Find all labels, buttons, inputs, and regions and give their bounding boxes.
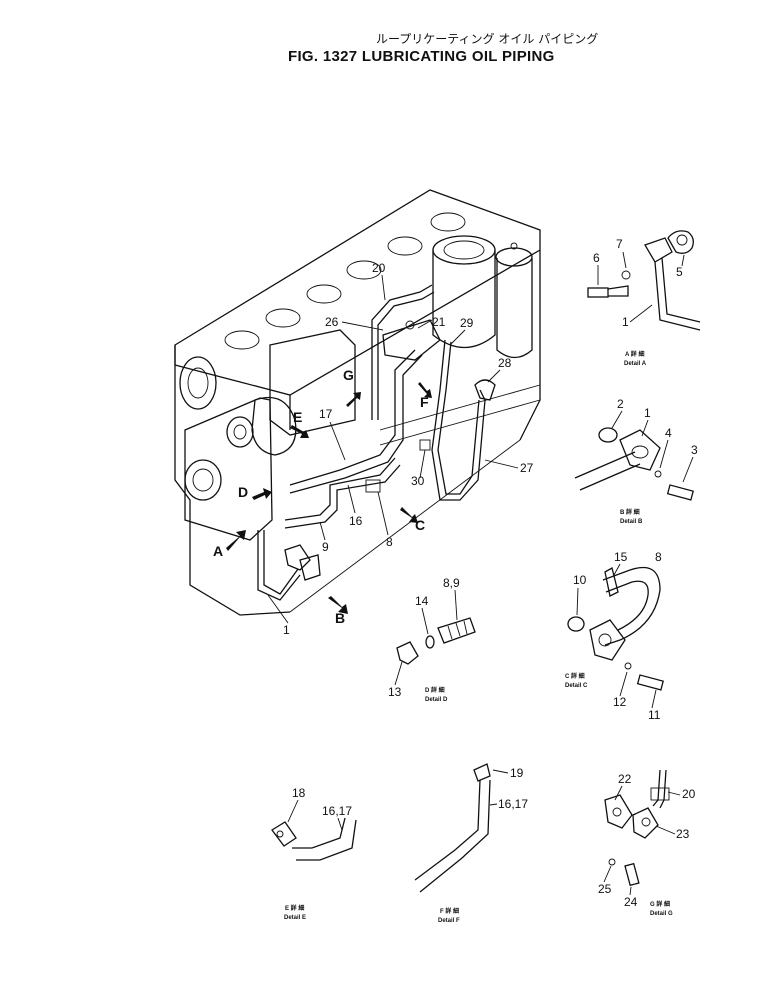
- svg-text:5: 5: [676, 265, 683, 279]
- detail-c: 15 8 10 12 11 C 詳 細 Detail C: [565, 550, 664, 722]
- svg-text:28: 28: [498, 356, 512, 370]
- svg-text:G 詳 細: G 詳 細: [650, 900, 670, 908]
- svg-text:30: 30: [411, 474, 425, 488]
- svg-text:F: F: [420, 394, 429, 410]
- svg-text:16: 16: [349, 514, 363, 528]
- svg-text:23: 23: [676, 827, 690, 841]
- svg-text:20: 20: [372, 261, 386, 275]
- svg-text:Detail B: Detail B: [620, 519, 643, 525]
- svg-text:G: G: [343, 367, 354, 383]
- svg-text:14: 14: [415, 594, 429, 608]
- detail-g: 22 20 23 25 24 G 詳 細 Detail G: [598, 769, 696, 917]
- view-arrow-e: E: [290, 409, 309, 438]
- view-arrow-b: B: [328, 596, 348, 626]
- svg-text:B: B: [335, 610, 345, 626]
- svg-text:C 詳 細: C 詳 細: [565, 672, 585, 680]
- svg-text:4: 4: [665, 426, 672, 440]
- svg-text:20: 20: [682, 787, 696, 801]
- oil-filters: [432, 235, 533, 359]
- view-arrow-c: C: [400, 507, 425, 533]
- svg-text:F 詳 細: F 詳 細: [440, 907, 459, 915]
- view-arrows: A B C D E F G: [213, 367, 432, 626]
- svg-text:C: C: [415, 517, 425, 533]
- svg-text:Detail C: Detail C: [565, 683, 588, 689]
- svg-text:16,17: 16,17: [322, 804, 352, 818]
- view-arrow-g: G: [343, 367, 361, 407]
- svg-text:6: 6: [593, 251, 600, 265]
- svg-text:27: 27: [520, 461, 534, 475]
- svg-text:B 詳 細: B 詳 細: [620, 508, 640, 516]
- main-callouts: 20 26 21 29 28 17 27 30 16 9 8 1: [267, 261, 534, 637]
- svg-text:E 詳 細: E 詳 細: [285, 904, 304, 912]
- svg-text:3: 3: [691, 443, 698, 457]
- svg-text:A: A: [213, 543, 223, 559]
- svg-text:26: 26: [325, 315, 339, 329]
- svg-text:19: 19: [510, 766, 524, 780]
- detail-e: 18 16,17 E 詳 細 Detail E: [271, 786, 357, 921]
- svg-text:1: 1: [283, 623, 290, 637]
- svg-text:7: 7: [616, 237, 623, 251]
- svg-text:24: 24: [624, 895, 638, 909]
- detail-b: 2 1 4 3 B 詳 細 Detail B: [574, 397, 698, 525]
- svg-text:25: 25: [598, 882, 612, 896]
- svg-text:10: 10: [573, 573, 587, 587]
- svg-text:E: E: [293, 409, 302, 425]
- engine-block: [174, 189, 541, 616]
- view-arrow-f: F: [418, 382, 432, 410]
- svg-text:21: 21: [432, 315, 446, 329]
- svg-text:17: 17: [319, 407, 333, 421]
- japanese-title: ループリケーティング オイル パイピング: [376, 32, 599, 46]
- svg-text:Detail G: Detail G: [650, 911, 673, 917]
- svg-text:13: 13: [388, 685, 402, 699]
- figure-title: FIG. 1327 LUBRICATING OIL PIPING: [288, 48, 555, 65]
- detail-f: 19 16,17 F 詳 細 Detail F: [414, 763, 528, 924]
- svg-text:D: D: [238, 484, 248, 500]
- svg-text:16,17: 16,17: [498, 797, 528, 811]
- svg-text:11: 11: [648, 708, 661, 722]
- svg-text:18: 18: [292, 786, 306, 800]
- svg-text:8: 8: [655, 550, 662, 564]
- svg-text:29: 29: [460, 316, 474, 330]
- view-arrow-d: D: [238, 484, 272, 500]
- svg-text:A 詳 細: A 詳 細: [625, 350, 644, 358]
- svg-text:12: 12: [613, 695, 627, 709]
- svg-text:8,9: 8,9: [443, 576, 460, 590]
- svg-text:D 詳 細: D 詳 細: [425, 686, 445, 694]
- view-arrow-a: A: [213, 530, 246, 559]
- svg-text:Detail F: Detail F: [438, 918, 460, 924]
- svg-text:8: 8: [386, 535, 393, 549]
- svg-text:1: 1: [622, 315, 629, 329]
- svg-text:22: 22: [618, 772, 632, 786]
- svg-text:9: 9: [322, 540, 329, 554]
- svg-text:Detail E: Detail E: [284, 915, 306, 921]
- svg-text:Detail A: Detail A: [624, 361, 647, 367]
- detail-a: 6 7 5 1 A 詳 細 Detail A: [587, 230, 701, 367]
- svg-text:1: 1: [644, 406, 651, 420]
- oil-pipes: [257, 284, 496, 601]
- svg-text:Detail D: Detail D: [425, 697, 448, 703]
- detail-d: 14 8,9 13 D 詳 細 Detail D: [388, 576, 476, 703]
- svg-text:15: 15: [614, 550, 628, 564]
- svg-text:2: 2: [617, 397, 624, 411]
